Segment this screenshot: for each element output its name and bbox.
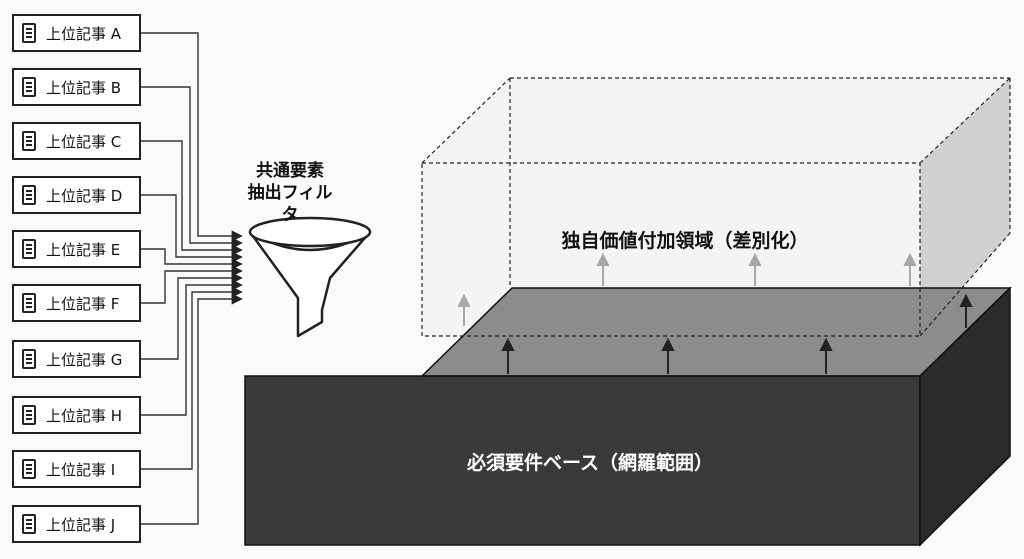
connector-line — [141, 86, 243, 249]
dark-arrow — [501, 337, 515, 374]
filter-label-line1: 共通要素 — [256, 161, 324, 181]
light-arrows — [457, 252, 917, 326]
document-icon — [22, 131, 36, 151]
article-box: 上位記事 J — [12, 505, 141, 543]
filter-label-line2: 抽出フィルタ — [247, 183, 333, 225]
connector-line — [141, 32, 243, 242]
article-label: 上位記事 J — [46, 515, 116, 534]
base-front-face — [245, 376, 920, 545]
article-box: 上位記事 G — [12, 340, 141, 378]
document-icon — [22, 293, 36, 313]
article-label: 上位記事 H — [46, 406, 123, 425]
document-icon — [22, 185, 36, 205]
dark-arrows — [501, 293, 973, 374]
connector-line — [141, 286, 243, 470]
unique-area-front-dashed-edges — [421, 77, 1011, 337]
connector-line — [141, 265, 243, 304]
article-box: 上位記事 B — [12, 68, 141, 106]
light-arrow — [457, 293, 471, 326]
base-label: 必須要件ベース（網羅範囲） — [466, 452, 714, 474]
article-box: 上位記事 C — [12, 122, 141, 160]
light-arrow — [596, 252, 610, 286]
document-icon — [22, 459, 36, 479]
article-box: 上位記事 I — [12, 450, 141, 488]
article-box: 上位記事 E — [12, 230, 141, 268]
unique-area-top-face — [422, 78, 1010, 163]
article-label: 上位記事 D — [46, 186, 123, 205]
article-box: 上位記事 A — [12, 14, 141, 52]
article-box: 上位記事 D — [12, 176, 141, 214]
dark-arrow — [819, 337, 833, 374]
dark-arrow — [661, 337, 675, 374]
document-icon — [22, 349, 36, 369]
article-connectors — [141, 32, 243, 525]
document-icon — [22, 77, 36, 97]
base-top-face — [422, 288, 1010, 376]
document-icon — [22, 239, 36, 259]
dark-arrow — [959, 293, 973, 328]
connector-line — [141, 272, 243, 360]
article-label: 上位記事 E — [46, 240, 121, 259]
connector-line — [141, 293, 243, 525]
document-icon — [22, 23, 36, 43]
article-label: 上位記事 A — [46, 24, 122, 43]
document-icon — [22, 514, 36, 534]
article-label: 上位記事 G — [46, 350, 123, 369]
funnel-icon — [248, 216, 372, 338]
connector-line — [141, 194, 243, 263]
connector-line — [141, 140, 243, 256]
article-label: 上位記事 C — [46, 132, 122, 151]
base-block — [244, 286, 1012, 547]
document-icon — [22, 405, 36, 425]
article-box: 上位記事 H — [12, 396, 141, 434]
connector-line — [141, 279, 243, 416]
unique-area-label: 独自価値付加領域（差別化） — [561, 230, 809, 252]
article-label: 上位記事 B — [46, 78, 122, 97]
connector-line — [141, 248, 243, 270]
article-label: 上位記事 I — [46, 460, 116, 479]
light-arrow — [748, 252, 762, 286]
unique-area-dashed-edges — [509, 77, 1011, 288]
article-box: 上位記事 F — [12, 284, 141, 322]
base-side-face — [920, 288, 1010, 545]
light-arrow — [903, 252, 917, 286]
article-label: 上位記事 F — [46, 294, 120, 313]
